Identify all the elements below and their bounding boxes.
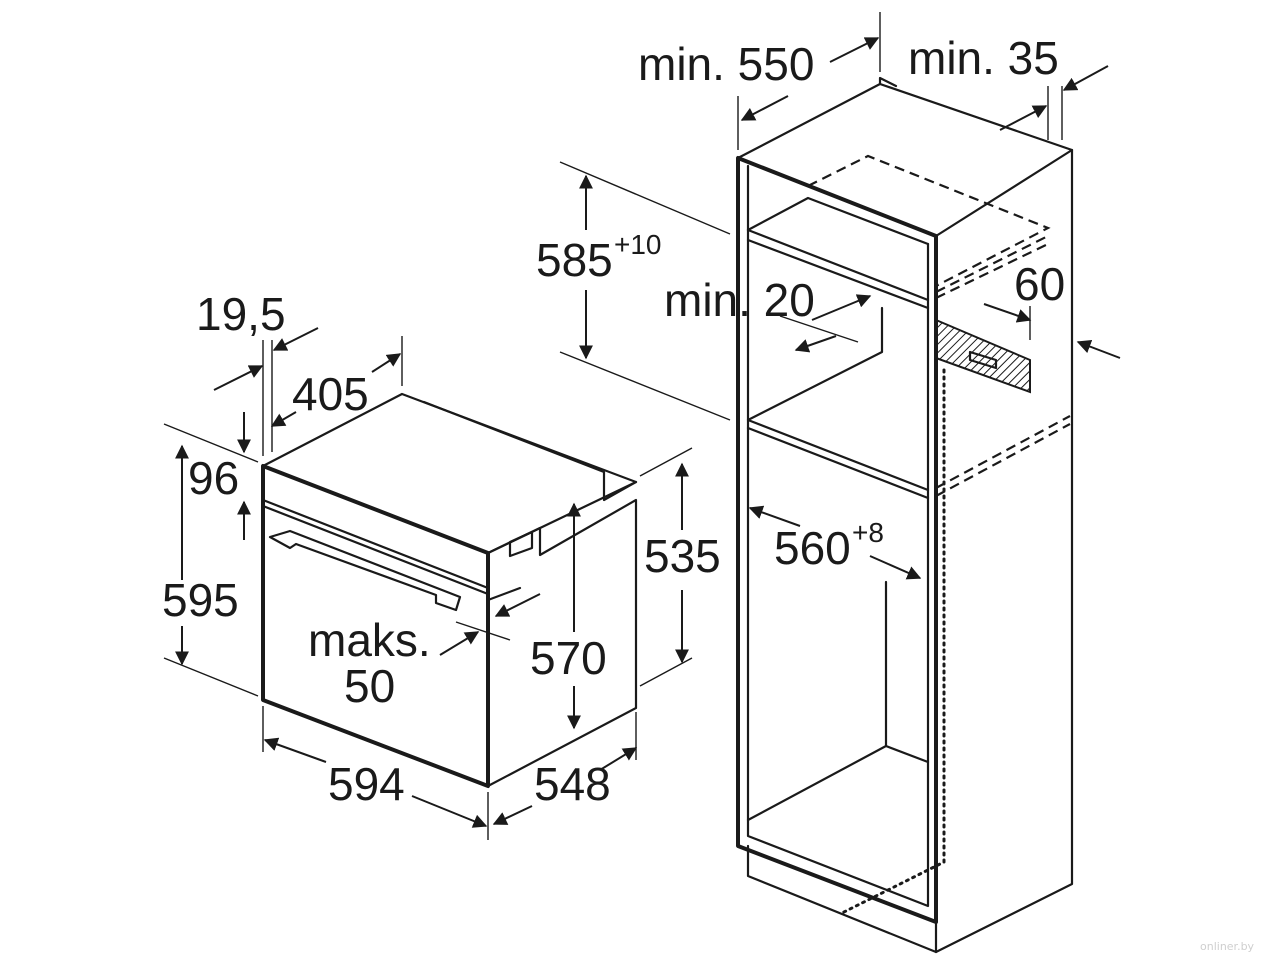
label-oven-side-height: 535: [644, 530, 721, 582]
oven-door-top-edge: [261, 504, 490, 596]
oven-dimensions: [163, 327, 693, 840]
cabinet-drawing: [736, 76, 1074, 954]
label-max-value: 50: [344, 660, 395, 712]
label-cab-min-depth: min. 550: [638, 38, 814, 90]
cabinet-dimensions: [559, 12, 1121, 580]
label-oven-depth: 548: [534, 758, 611, 810]
cabinet-top-lip: [878, 76, 898, 88]
label-vent-min: min. 20: [664, 274, 815, 326]
oven-door-edge: [486, 586, 522, 602]
label-oven-width: 594: [328, 758, 405, 810]
cabinet-niche: [746, 306, 930, 492]
label-niche-width: 560: [774, 522, 851, 574]
watermark: onliner.by: [1200, 940, 1255, 953]
cabinet-lower-floor: [884, 744, 930, 764]
vent-slot: [968, 350, 998, 370]
oven-side-clip: [508, 530, 534, 558]
label-vent-depth: 60: [1014, 258, 1065, 310]
cabinet-hidden-floor: [935, 415, 1071, 497]
label-niche-width-tol: +8: [852, 517, 884, 548]
label-max-text: maks.: [308, 614, 431, 666]
cabinet-top: [736, 82, 1074, 238]
label-oven-height: 595: [162, 574, 239, 626]
label-oven-inner-height: 570: [530, 632, 607, 684]
label-door-offset: 19,5: [196, 288, 286, 340]
cabinet-hidden-dotted: [838, 368, 946, 916]
labels: 594 548 595 570 535 19,5 405 96 maks. 50…: [162, 32, 1255, 953]
oven-handle: [268, 529, 462, 612]
oven-drawing: [261, 392, 638, 788]
label-niche-height: 585: [536, 234, 613, 286]
label-top-depth: 405: [292, 368, 369, 420]
cabinet-hidden-shelf: [935, 235, 1049, 299]
label-panel-height: 96: [188, 452, 239, 504]
cabinet-upper-shelf: [746, 196, 930, 246]
cabinet-plinth: [746, 844, 938, 954]
cabinet-niche-shelf: [746, 426, 930, 500]
cabinet-inner-frame: [746, 164, 930, 908]
cabinet-lower-back: [746, 580, 888, 822]
label-cab-min-gap: min. 35: [908, 32, 1059, 84]
label-niche-height-tol: +10: [614, 229, 662, 260]
oven-rear-step: [422, 400, 638, 502]
cabinet-hidden-top: [807, 154, 1051, 287]
cabinet-right-side: [934, 148, 1074, 954]
oven-panel-edge: [261, 498, 490, 590]
cabinet-upper-shelf-front: [746, 228, 930, 310]
